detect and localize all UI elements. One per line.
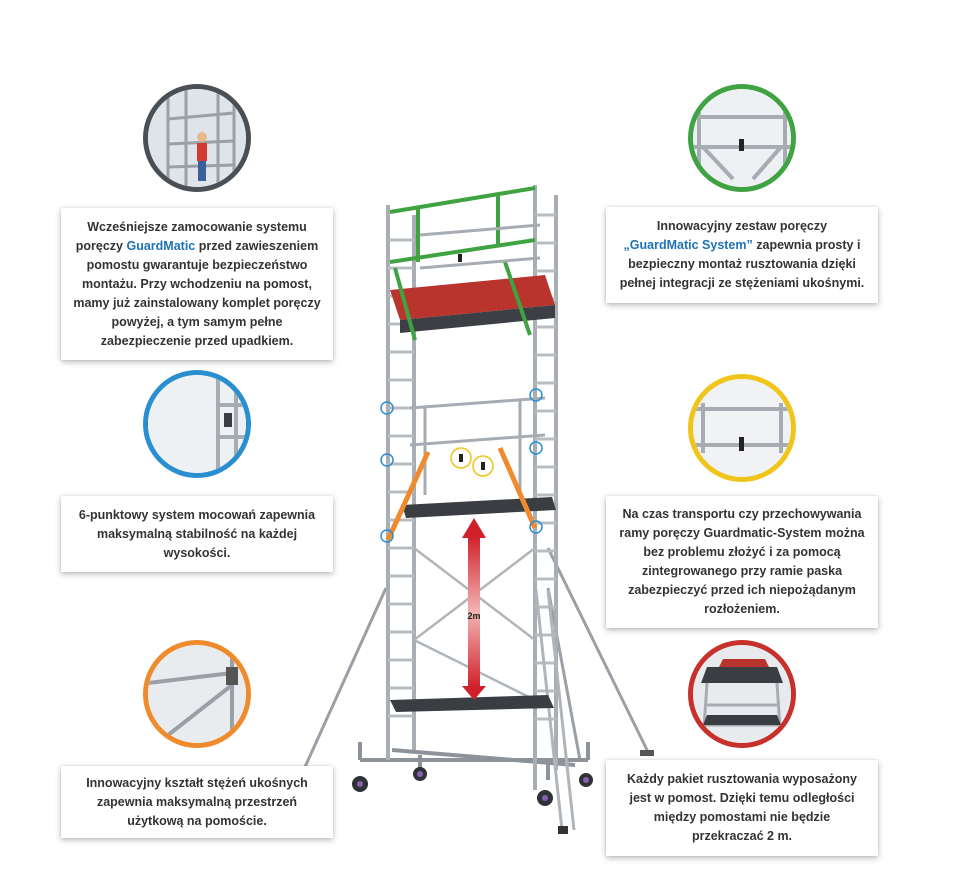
top-guardrail: [389, 186, 536, 341]
wheels: [352, 767, 593, 806]
diagonal-brace-photo: [143, 640, 251, 748]
height-arrow: [462, 518, 486, 700]
side-ladder: [534, 589, 576, 831]
callout-anchor-system: 6-punktowy system mocowań zapewnia maksy…: [61, 496, 333, 572]
brand-name: „GuardMatic System”: [623, 238, 753, 252]
platform-deck-photo: [688, 640, 796, 748]
guardrail-frame-photo: [688, 84, 796, 192]
callout-text-lead: Innowacyjny zestaw poręczy: [656, 219, 828, 233]
callout-folding-transport: Na czas transportu czy przechowywania ra…: [606, 496, 878, 628]
callout-diagonal-braces: Innowacyjny kształt stężeń ukośnych zape…: [61, 766, 333, 838]
orange-braces: [385, 446, 538, 542]
callout-guardmatic-system-text: Innowacyjny zestaw poręczy „GuardMatic S…: [618, 217, 866, 293]
outriggers: [298, 547, 650, 779]
height-label: 2m: [467, 611, 480, 621]
callout-platform-spacing: Każdy pakiet rusztowania wyposażony jest…: [606, 760, 878, 856]
callout-guardmatic-system: Innowacyjny zestaw poręczy „GuardMatic S…: [606, 207, 878, 303]
strap-markers: [450, 447, 494, 477]
anchor-point-photo: [143, 370, 251, 478]
callout-folding-transport-text: Na czas transportu czy przechowywania ra…: [619, 507, 865, 616]
frame-rungs-right: [535, 213, 556, 721]
brand-name: GuardMatic: [126, 238, 196, 253]
callout-guardrail-preinstall: Wcześniejsze zamocowanie systemu poręczy…: [61, 208, 333, 360]
folded-guardrail-photo: [688, 374, 796, 482]
callout-text-lead: Wcześniejsze zamocowanie systemu poręczy: [75, 219, 307, 253]
anchor-points: [380, 388, 543, 543]
callout-platform-spacing-text: Każdy pakiet rusztowania wyposażony jest…: [627, 772, 857, 843]
middle-guardrail: [409, 396, 546, 495]
callout-diagonal-braces-text: Innowacyjny kształt stężeń ukośnych zape…: [86, 775, 308, 828]
callout-guardrail-preinstall-text: Wcześniejsze zamocowanie systemu poręczy…: [73, 218, 321, 351]
callout-text-rest: przed zawieszeniem pomostu gwarantuje be…: [73, 238, 321, 348]
callout-anchor-system-text: 6-punktowy system mocowań zapewnia maksy…: [78, 507, 316, 560]
guardrail-preinstall-photo: [143, 84, 251, 192]
callout-text-rest: zapewnia prosty i bezpieczny montaż rusz…: [619, 238, 865, 290]
